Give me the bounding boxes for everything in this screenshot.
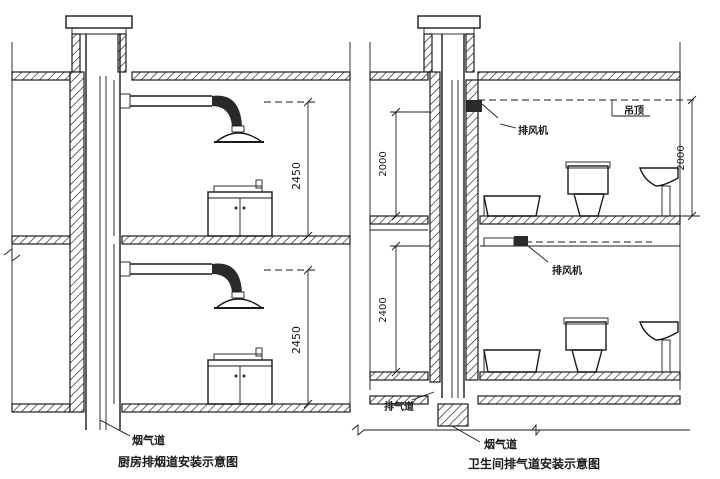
kitchen-floor-slabs — [11, 71, 351, 413]
bathroom-exhaust-fan-upper — [466, 99, 698, 119]
bathroom-dim-right-label: 2000 — [676, 145, 687, 170]
bathroom-flue-leader — [451, 425, 481, 443]
kitchen-diagram: 2450 2450 烟气道 厨房排烟道安装示意图 — [3, 15, 351, 469]
bathroom-dimension-left-upper: 2000 — [378, 107, 430, 221]
bathroom-dimension-left-lower: 2400 — [378, 241, 430, 377]
kitchen-range-hood-upper — [119, 93, 265, 143]
bathroom-dimension-right: 2000 — [676, 95, 700, 221]
kitchen-flue-cowl — [65, 15, 133, 73]
bathroom-floor-slabs — [369, 71, 681, 381]
bathroom-bathtub-upper — [483, 195, 541, 217]
bathroom-ground — [351, 395, 690, 437]
bathroom-toilet-upper — [565, 161, 611, 217]
bathroom-dim-left-upper-label: 2000 — [378, 151, 389, 176]
kitchen-flue-leader — [99, 419, 131, 437]
bathroom-washbasin-lower — [639, 321, 679, 373]
bathroom-exhaust-fan-lower — [483, 236, 652, 263]
kitchen-flue-shaft — [85, 34, 121, 430]
bathroom-flue-label: 烟气道 — [484, 437, 517, 451]
bathroom-fan-label-upper: 排风机 — [518, 124, 548, 137]
kitchen-caption: 厨房排烟道安装示意图 — [118, 454, 238, 469]
kitchen-flue-label: 烟气道 — [132, 433, 165, 447]
bathroom-exhaust-duct — [441, 34, 465, 398]
bathroom-duct-label: 排气道 — [384, 400, 414, 413]
bathroom-bathtub-lower — [483, 349, 541, 373]
kitchen-dim-lower-label: 2450 — [290, 326, 303, 354]
bathroom-duct-leader — [411, 391, 435, 401]
bathroom-fan-leader-upper — [499, 123, 517, 129]
kitchen-cabinet-upper — [207, 179, 273, 237]
bathroom-dim-left-lower-label: 2400 — [378, 297, 389, 322]
bathroom-washbasin-upper — [639, 167, 679, 217]
bathroom-fan-label-lower: 排风机 — [552, 264, 582, 277]
kitchen-dimension-lower: 2450 — [264, 265, 316, 409]
kitchen-wall — [69, 71, 85, 413]
kitchen-cabinet-lower — [207, 347, 273, 405]
bathroom-diagram: 排风机 吊顶 排风机 — [351, 15, 700, 471]
bathroom-caption: 卫生间排气道安装示意图 — [468, 456, 600, 471]
kitchen-break-mark — [3, 248, 21, 262]
bathroom-toilet-lower — [563, 317, 609, 373]
bathroom-duct-cowl — [417, 15, 481, 73]
bathroom-wall-right — [465, 79, 479, 381]
kitchen-range-hood-lower — [119, 261, 265, 309]
bathroom-ceiling-callout — [611, 100, 650, 117]
kitchen-dim-upper-label: 2450 — [290, 162, 303, 190]
bathroom-ceiling-label: 吊顶 — [624, 105, 644, 117]
kitchen-dimension-upper: 2450 — [264, 97, 316, 241]
bathroom-wall-left — [429, 71, 441, 383]
